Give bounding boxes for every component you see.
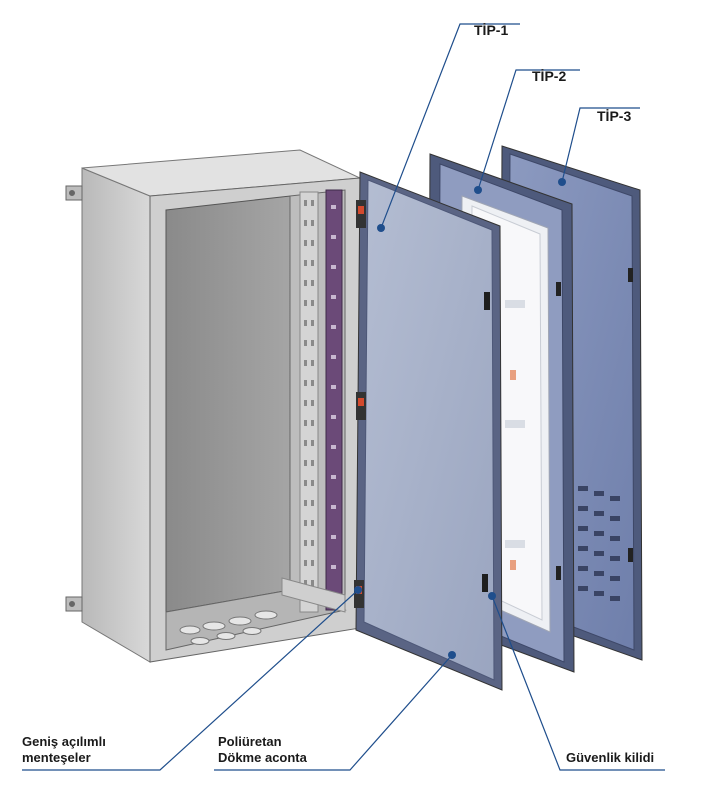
label-hinges-line2: menteşeler	[22, 750, 91, 765]
callout-lines	[22, 23, 665, 771]
cabinet-body	[65, 149, 362, 663]
rail-perforations	[304, 200, 314, 586]
ventilation-slots	[578, 486, 620, 601]
label-gasket-line2: Dökme aconta	[218, 750, 307, 765]
wall-brackets	[65, 185, 83, 612]
label-tip3: TİP-3	[597, 108, 632, 124]
label-hinges-line1: Geniş açılımlı	[22, 734, 106, 749]
callout-dots	[354, 178, 566, 659]
cable-entry-holes	[179, 610, 278, 645]
label-tip2: TİP-2	[532, 68, 567, 84]
label-gasket-line1: Poliüretan	[218, 734, 282, 749]
label-tip1: TİP-1	[474, 22, 509, 38]
label-lock: Güvenlik kilidi	[566, 750, 655, 765]
door-tip1	[354, 171, 503, 691]
security-locks	[482, 292, 490, 592]
